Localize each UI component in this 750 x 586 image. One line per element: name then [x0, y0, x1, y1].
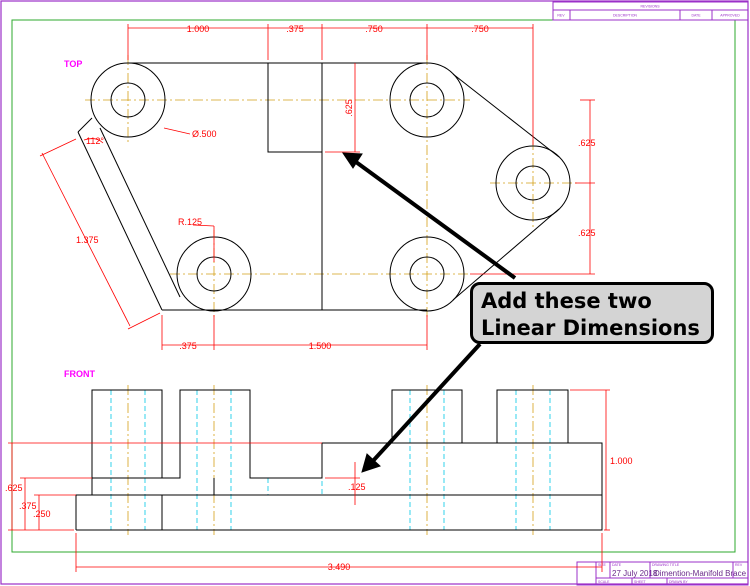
sheet-label: SHEET: [634, 580, 647, 584]
revisions-title: REVISIONS: [640, 5, 660, 9]
date-label: DATE: [612, 563, 622, 567]
description-column: DESCRIPTION: [613, 14, 637, 18]
dim-125-front: .125: [348, 482, 366, 492]
title-block: [576, 561, 749, 586]
top-view-label: TOP: [64, 59, 82, 69]
drawing-title-label: DRAWING TITLE: [652, 563, 680, 567]
front-view: [75, 389, 603, 531]
dim-375-front: .375: [19, 501, 37, 511]
rev-label: REV: [735, 563, 743, 567]
dim-250-front: .250: [33, 509, 51, 519]
front-hidden-lines: [110, 390, 551, 530]
drawing-title-value: Dimention-Manifold Brace: [654, 569, 747, 578]
dim-625-c: .625: [578, 228, 596, 238]
dim-1-375: 1.375: [76, 235, 99, 245]
dim-3-490: 3.490: [328, 562, 351, 572]
date-column: DATE: [691, 14, 701, 18]
approved-column: APPROVED: [720, 14, 740, 18]
scale-label: SCALE: [598, 580, 610, 584]
front-view-label: FRONT: [64, 369, 95, 379]
dim-625-front: .625: [5, 483, 23, 493]
drawing-frame: [11, 19, 736, 553]
dim-375-top: .375: [286, 24, 304, 34]
front-centerlines: [127, 385, 534, 535]
dim-750-b: .750: [471, 24, 489, 34]
revision-block: [552, 1, 749, 21]
rev-column: REV: [557, 14, 565, 18]
dim-1-500: 1.500: [309, 341, 332, 351]
dim-diameter-500: Ø.500: [192, 129, 217, 139]
callout-line-1: Add these two: [481, 289, 652, 313]
drawn-by-label: DRAWN BY: [669, 580, 688, 584]
callout-box: Add these two Linear Dimensions: [470, 282, 714, 344]
top-centerlines: [85, 55, 578, 320]
dim-375-bottom: .375: [179, 341, 197, 351]
top-dimension-lines: [39, 24, 595, 350]
front-dimension-lines: [8, 389, 610, 572]
dim-625-a: .625: [344, 99, 354, 117]
date-value: 27 July 2018: [612, 569, 658, 578]
dim-1-000: 1.000: [187, 24, 210, 34]
dim-1-000-front: 1.000: [610, 456, 633, 466]
callout-arrows: [342, 152, 517, 473]
callout-line-2: Linear Dimensions: [481, 316, 700, 340]
dim-625-b: .625: [578, 138, 596, 148]
dim-750-a: .750: [365, 24, 383, 34]
dim-radius-125: R.125: [178, 217, 202, 227]
dim-angle-112: 112°: [86, 136, 104, 146]
